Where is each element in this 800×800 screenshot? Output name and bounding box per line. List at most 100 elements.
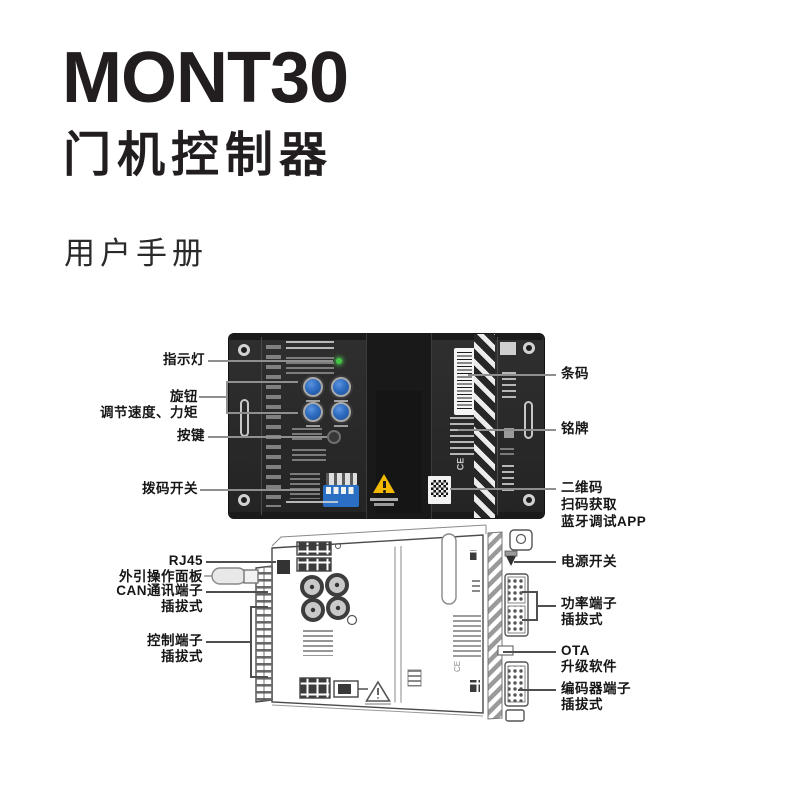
label-ota: OTA 升级软件 bbox=[561, 643, 691, 675]
label-text: 铭牌 bbox=[561, 421, 589, 436]
leader-knobs-top bbox=[226, 381, 298, 383]
qr-code-icon bbox=[431, 480, 448, 497]
screw-hole bbox=[238, 494, 250, 506]
screw-hole bbox=[523, 494, 535, 506]
mounting-slot bbox=[524, 401, 533, 439]
label-barcode: 条码 bbox=[561, 366, 681, 382]
label-text: 电源开关 bbox=[561, 554, 617, 569]
indicator-led bbox=[336, 358, 342, 364]
leader-encoder-terminal bbox=[518, 689, 556, 691]
leader-knobs-bracket bbox=[226, 381, 228, 414]
label-dip-switch: 拨码开关 bbox=[95, 481, 198, 497]
barcode-label bbox=[454, 348, 475, 415]
label-indicator-light: 指示灯 bbox=[105, 352, 205, 368]
ce-mark-side: CE bbox=[453, 661, 462, 672]
panel-print bbox=[286, 501, 338, 507]
label-text: RJ45 bbox=[168, 553, 203, 568]
label-rj45: RJ45 外引操作面板 bbox=[55, 553, 203, 585]
leader-can-terminal bbox=[206, 591, 268, 593]
speed-knob bbox=[303, 377, 323, 397]
warning-caption bbox=[370, 498, 398, 501]
label-text: OTA bbox=[561, 643, 590, 658]
side-label bbox=[500, 448, 514, 458]
leader-power-terminal-stub bbox=[536, 605, 556, 607]
controller-side-view: CE bbox=[203, 520, 563, 750]
hatch-pattern-band bbox=[474, 334, 495, 518]
leader-dip-switch bbox=[200, 489, 320, 491]
label-text: 旋钮 bbox=[170, 389, 198, 404]
leader-power-terminal-top bbox=[522, 591, 538, 593]
heatsink-fins bbox=[266, 345, 281, 507]
nameplate-print bbox=[450, 417, 474, 457]
label-button: 按键 bbox=[105, 428, 205, 444]
label-text: 条码 bbox=[561, 366, 589, 381]
panel-print bbox=[292, 449, 326, 463]
leader-control-bottom bbox=[250, 676, 268, 678]
qr-code-label bbox=[428, 476, 451, 504]
side-label bbox=[502, 372, 516, 398]
label-text: 拨码开关 bbox=[142, 481, 198, 496]
label-nameplate: 铭牌 bbox=[561, 421, 681, 437]
label-text: 编码器端子 bbox=[561, 681, 631, 696]
panel-print bbox=[292, 428, 322, 442]
panel-print bbox=[290, 473, 320, 499]
label-can-terminal: CAN通讯端子 插拔式 bbox=[55, 583, 203, 615]
barcode-icon bbox=[457, 352, 472, 411]
product-name-title: 门机控制器 bbox=[63, 129, 334, 182]
label-text: 扫码获取 bbox=[561, 497, 617, 512]
flange-seam-right bbox=[497, 337, 498, 515]
screw-hole bbox=[238, 344, 250, 356]
label-power-terminal: 功率端子 插拔式 bbox=[561, 596, 691, 628]
line-drawing: CE bbox=[204, 524, 533, 722]
label-text: 指示灯 bbox=[163, 352, 205, 367]
label-text: 升级软件 bbox=[561, 659, 617, 674]
leader-power-terminal-bottom bbox=[522, 619, 538, 621]
leader-control-bracket bbox=[250, 606, 252, 678]
screw-hole bbox=[523, 342, 535, 354]
speed-knob bbox=[331, 377, 351, 397]
dip-switch-cap bbox=[326, 473, 357, 485]
leader-qr-code bbox=[450, 488, 556, 490]
label-text: 二维码 bbox=[561, 480, 603, 495]
label-text: 插拔式 bbox=[561, 697, 603, 712]
label-control-terminal: 控制端子 插拔式 bbox=[55, 633, 203, 665]
mounting-slot bbox=[240, 399, 249, 437]
label-text: 插拔式 bbox=[561, 612, 603, 627]
label-text: 外引操作面板 bbox=[119, 569, 203, 584]
label-power-switch: 电源开关 bbox=[561, 554, 691, 570]
leader-nameplate bbox=[458, 429, 556, 431]
label-text: 功率端子 bbox=[561, 596, 617, 611]
leader-rj45 bbox=[206, 561, 276, 563]
product-model-title: MONT30 bbox=[62, 38, 349, 118]
label-text: 调节速度、力矩 bbox=[100, 405, 198, 420]
dip-switch-levers bbox=[326, 487, 356, 494]
panel-print bbox=[286, 341, 334, 353]
center-stripe-inner bbox=[376, 391, 422, 513]
flange-seam-left bbox=[261, 337, 262, 515]
knob-caption bbox=[306, 399, 320, 402]
leader-power-switch bbox=[514, 561, 556, 563]
knob-caption bbox=[334, 424, 348, 427]
label-text: 插拔式 bbox=[161, 649, 203, 664]
label-qr-code: 二维码 扫码获取 蓝牙调试APP bbox=[561, 479, 701, 530]
controller-front-view: CE bbox=[228, 333, 545, 519]
leader-indicator-light bbox=[208, 360, 333, 362]
torque-knob bbox=[331, 402, 351, 422]
label-text: 控制端子 bbox=[147, 633, 203, 648]
side-label bbox=[504, 428, 514, 438]
warning-caption bbox=[374, 503, 394, 506]
leader-barcode bbox=[468, 374, 556, 376]
warning-exclamation-dot bbox=[383, 490, 386, 493]
knob-caption bbox=[334, 399, 348, 402]
leader-knobs-stub bbox=[199, 396, 227, 398]
leader-control-top bbox=[250, 606, 268, 608]
knob-caption bbox=[306, 424, 320, 427]
leader-button bbox=[208, 436, 327, 438]
leader-knobs-bottom bbox=[226, 412, 298, 414]
ce-mark: CE bbox=[455, 457, 466, 471]
label-knobs: 旋钮 调节速度、力矩 bbox=[60, 389, 198, 421]
push-button bbox=[327, 430, 341, 444]
label-encoder-terminal: 编码器端子 插拔式 bbox=[561, 681, 691, 713]
warning-exclamation bbox=[383, 481, 386, 488]
